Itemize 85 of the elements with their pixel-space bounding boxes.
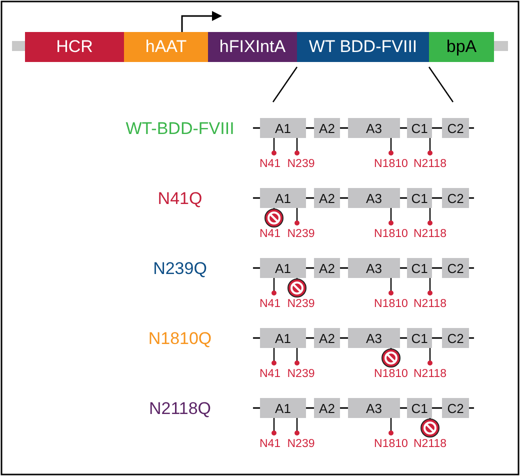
linker-line: [340, 407, 348, 409]
linker-line: [306, 407, 314, 409]
site-label: N1810: [374, 298, 408, 310]
site-label: N2118: [413, 438, 447, 450]
linker-line: [400, 407, 407, 409]
linker-line: [340, 337, 348, 339]
linker-line: [469, 407, 474, 409]
linker-line: [340, 127, 348, 129]
site-label: N239: [287, 298, 315, 310]
site-label: N239: [287, 228, 315, 240]
site-label: N2118: [413, 158, 447, 170]
domain-box: A3: [348, 398, 400, 418]
site-label: N41: [259, 298, 281, 310]
domain-box: C1: [407, 118, 432, 138]
linker-line: [253, 127, 260, 129]
linker-line: [432, 197, 442, 199]
site-label: N1810: [374, 228, 408, 240]
linker-line: [469, 127, 474, 129]
linker-line: [400, 267, 407, 269]
domain-box: A1: [260, 328, 306, 348]
site-label: N2118: [413, 228, 447, 240]
site-label: N1810: [374, 368, 408, 380]
site-label: N239: [287, 158, 315, 170]
variant-label: N41Q: [158, 189, 202, 209]
site-label: N239: [287, 438, 315, 450]
construct-element: WT BDD-FVIII: [297, 32, 429, 62]
linker-line: [469, 197, 474, 199]
construct-element: hFIXIntA: [208, 32, 297, 62]
domain-box: A1: [260, 258, 306, 278]
domain-box: C2: [442, 328, 469, 348]
site-label: N2118: [413, 298, 447, 310]
domain-box: A1: [260, 398, 306, 418]
linker-line: [306, 337, 314, 339]
linker-line: [253, 197, 260, 199]
site-label: N41: [259, 438, 281, 450]
linker-line: [469, 267, 474, 269]
linker-line: [469, 337, 474, 339]
site-label: N2118: [413, 368, 447, 380]
site-label: N41: [259, 158, 281, 170]
domain-box: A2: [314, 188, 340, 208]
construct-element: bpA: [429, 32, 494, 62]
variant-label: WT-BDD-FVIII: [126, 119, 234, 139]
domain-box: A3: [348, 188, 400, 208]
domain-box: A2: [314, 118, 340, 138]
domain-box: A1: [260, 188, 306, 208]
domain-box: A3: [348, 118, 400, 138]
domain-box: C2: [442, 118, 469, 138]
linker-line: [253, 267, 260, 269]
linker-line: [306, 127, 314, 129]
variant-label: N2118Q: [148, 399, 212, 419]
domain-box: C2: [442, 188, 469, 208]
site-label: N1810: [374, 158, 408, 170]
linker-line: [400, 127, 407, 129]
linker-line: [253, 337, 260, 339]
domain-box: A1: [260, 118, 306, 138]
linker-line: [432, 337, 442, 339]
site-label: N1810: [374, 438, 408, 450]
construct-element: hAAT: [124, 32, 208, 62]
domain-box: C1: [407, 258, 432, 278]
linker-line: [432, 127, 442, 129]
linker-line: [306, 197, 314, 199]
domain-box: A3: [348, 328, 400, 348]
site-label: N41: [259, 228, 281, 240]
domain-box: A2: [314, 398, 340, 418]
domain-box: C2: [442, 398, 469, 418]
linker-line: [306, 267, 314, 269]
construct-element: HCR: [25, 32, 124, 62]
domain-box: A2: [314, 258, 340, 278]
domain-box: C2: [442, 258, 469, 278]
domain-box: C1: [407, 188, 432, 208]
domain-box: A2: [314, 328, 340, 348]
linker-line: [340, 267, 348, 269]
linker-line: [432, 267, 442, 269]
linker-line: [400, 197, 407, 199]
linker-line: [253, 407, 260, 409]
variant-label: N239Q: [153, 259, 207, 279]
linker-line: [432, 407, 442, 409]
site-label: N239: [287, 368, 315, 380]
domain-box: C1: [407, 398, 432, 418]
domain-box: A3: [348, 258, 400, 278]
site-label: N41: [259, 368, 281, 380]
linker-line: [400, 337, 407, 339]
variant-label: N1810Q: [148, 329, 212, 349]
linker-line: [340, 197, 348, 199]
domain-box: C1: [407, 328, 432, 348]
